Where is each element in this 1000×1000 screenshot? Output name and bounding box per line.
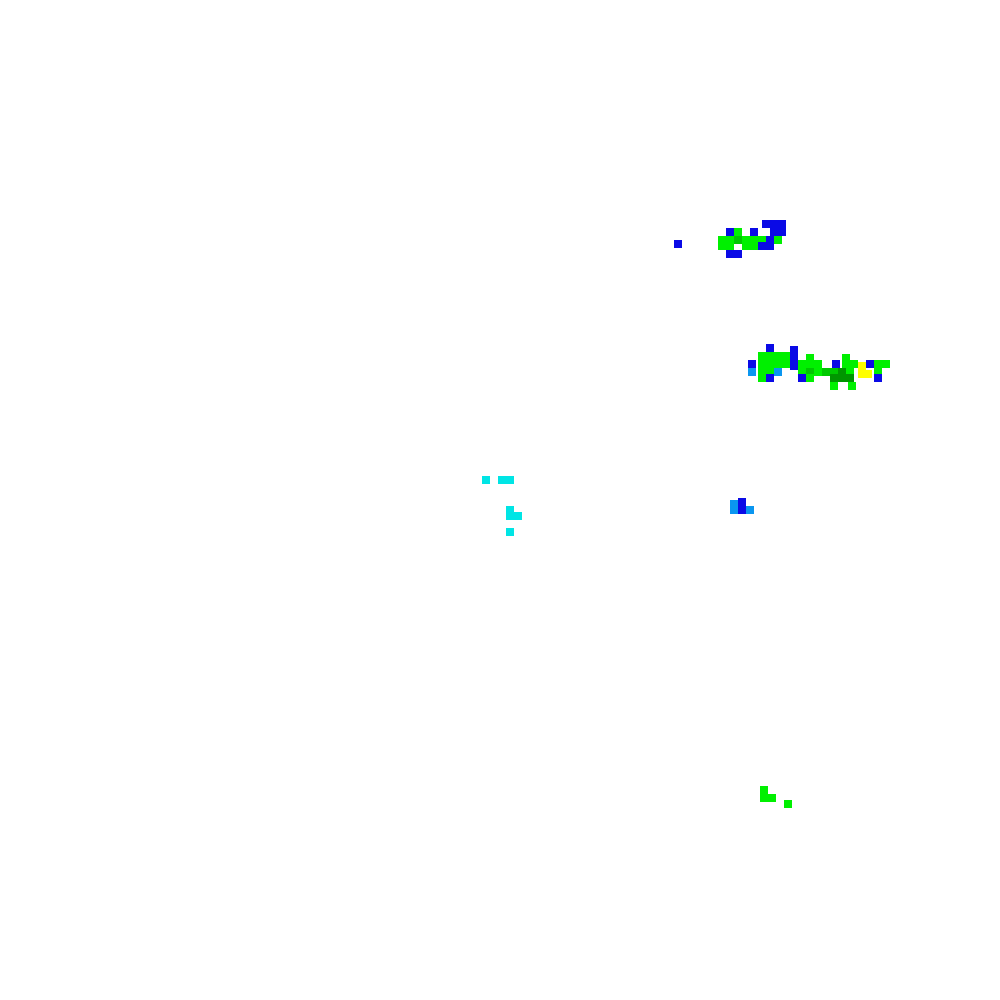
echo-cell-mid-green bbox=[822, 368, 830, 376]
echo-cell-green bbox=[742, 236, 750, 244]
echo-cell-green bbox=[774, 236, 782, 244]
echo-cell-dark-green bbox=[838, 368, 846, 376]
echo-cell-green bbox=[848, 382, 856, 390]
echo-cell-green bbox=[734, 228, 742, 236]
echo-cell-green bbox=[766, 360, 774, 368]
echo-cell-blue bbox=[766, 344, 774, 352]
echo-cell-mid-green bbox=[734, 236, 742, 244]
echo-cell-light-blue bbox=[746, 506, 754, 514]
echo-cell-blue bbox=[790, 362, 798, 370]
echo-cell-green bbox=[874, 360, 882, 368]
echo-cell-green bbox=[760, 786, 768, 794]
echo-cell-blue bbox=[734, 250, 742, 258]
echo-cell-blue bbox=[770, 228, 778, 236]
echo-cell-green bbox=[718, 242, 726, 250]
echo-cell-blue bbox=[874, 374, 882, 382]
echo-cell-blue bbox=[674, 240, 682, 248]
echo-cell-blue bbox=[738, 498, 746, 506]
echo-cell-blue bbox=[762, 220, 770, 228]
echo-cell-cyan bbox=[506, 512, 514, 520]
echo-cell-green bbox=[882, 360, 890, 368]
echo-cell-green bbox=[782, 352, 790, 360]
echo-cell-blue bbox=[832, 360, 840, 368]
echo-cell-cyan bbox=[482, 476, 490, 484]
echo-cell-blue bbox=[748, 360, 756, 368]
echo-cell-green bbox=[758, 360, 766, 368]
echo-cell-green bbox=[814, 368, 822, 376]
echo-cell-green bbox=[750, 236, 758, 244]
echo-cell-blue bbox=[798, 374, 806, 382]
echo-cell-green bbox=[758, 352, 766, 360]
echo-cell-green bbox=[718, 236, 726, 244]
echo-cell-cyan bbox=[506, 506, 514, 514]
echo-cell-green bbox=[760, 794, 768, 802]
echo-cell-yellow bbox=[858, 362, 866, 370]
echo-cell-blue bbox=[738, 506, 746, 514]
echo-cell-green bbox=[782, 360, 790, 368]
echo-cell-blue bbox=[866, 360, 874, 368]
echo-cell-light-blue bbox=[730, 500, 738, 508]
echo-cell-green bbox=[774, 360, 782, 368]
echo-cell-blue bbox=[750, 228, 758, 236]
echo-cell-green bbox=[766, 352, 774, 360]
echo-cell-dark-green bbox=[846, 374, 854, 382]
echo-cell-green bbox=[842, 360, 850, 368]
echo-cell-blue bbox=[766, 374, 774, 382]
echo-cell-blue bbox=[726, 250, 734, 258]
echo-cell-green bbox=[774, 352, 782, 360]
echo-cell-green bbox=[806, 360, 814, 368]
echo-cell-green bbox=[830, 382, 838, 390]
echo-cell-mid-green bbox=[830, 368, 838, 376]
echo-cell-blue bbox=[758, 242, 766, 250]
echo-cell-green bbox=[768, 794, 776, 802]
echo-cell-light-blue bbox=[774, 368, 782, 376]
echo-cell-blue bbox=[790, 346, 798, 354]
echo-cell-green bbox=[874, 368, 882, 376]
echo-cell-light-blue bbox=[748, 368, 756, 376]
echo-cell-blue bbox=[778, 220, 786, 228]
echo-cell-green bbox=[766, 368, 774, 376]
echo-cell-green bbox=[798, 360, 806, 368]
echo-cell-green bbox=[798, 368, 806, 376]
echo-cell-blue bbox=[766, 236, 774, 244]
echo-cell-green bbox=[842, 354, 850, 362]
echo-cell-blue bbox=[766, 242, 774, 250]
echo-cell-light-blue bbox=[730, 506, 738, 514]
echo-cell-cyan bbox=[506, 476, 514, 484]
echo-cell-dark-green bbox=[838, 374, 846, 382]
echo-cell-mid-green bbox=[806, 368, 814, 376]
echo-cell-green bbox=[726, 236, 734, 244]
echo-cell-dark-green bbox=[830, 374, 838, 382]
echo-cell-cyan bbox=[514, 512, 522, 520]
echo-cell-green bbox=[758, 236, 766, 244]
echo-cell-cyan bbox=[506, 528, 514, 536]
echo-cell-green bbox=[726, 242, 734, 250]
echo-cell-yellow bbox=[858, 370, 866, 378]
echo-cell-cyan bbox=[498, 476, 506, 484]
echo-cell-green bbox=[758, 374, 766, 382]
echo-cell-blue bbox=[790, 354, 798, 362]
echo-cell-green bbox=[806, 354, 814, 362]
echo-cell-green bbox=[758, 368, 766, 376]
echo-cell-blue bbox=[770, 220, 778, 228]
echo-cell-blue bbox=[726, 228, 734, 236]
echo-cell-green bbox=[784, 800, 792, 808]
echo-cell-green bbox=[846, 368, 854, 376]
echo-cell-green bbox=[742, 242, 750, 250]
echo-cell-blue bbox=[778, 228, 786, 236]
echo-cell-green bbox=[850, 360, 858, 368]
echo-cell-yellow bbox=[864, 370, 872, 378]
echo-cell-green bbox=[806, 374, 814, 382]
echo-cell-green bbox=[750, 242, 758, 250]
echo-cell-green bbox=[814, 360, 822, 368]
